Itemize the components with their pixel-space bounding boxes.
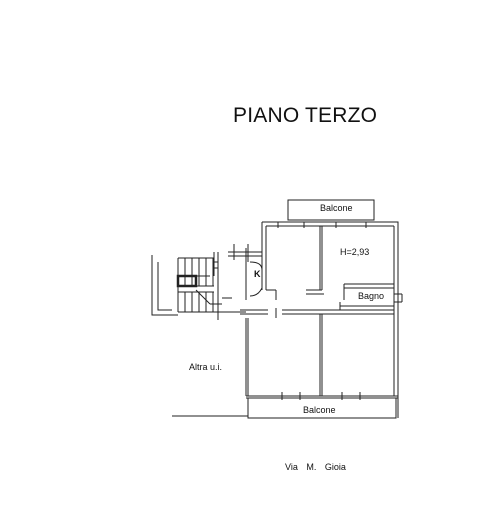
label-kitchen: K bbox=[254, 269, 261, 279]
street-name: Via M. Gioia bbox=[285, 462, 346, 472]
label-room-height: H=2,93 bbox=[340, 247, 370, 257]
label-altra-ui: Altra u.i. bbox=[189, 362, 223, 372]
page-title: PIANO TERZO bbox=[233, 104, 378, 127]
label-balcone-top: Balcone bbox=[320, 203, 353, 213]
balcony-top bbox=[287, 199, 375, 221]
label-bagno: Bagno bbox=[358, 291, 385, 301]
balcony-bottom bbox=[247, 397, 397, 419]
label-balcone-bottom: Balcone bbox=[303, 405, 336, 415]
stairwell bbox=[151, 252, 246, 320]
